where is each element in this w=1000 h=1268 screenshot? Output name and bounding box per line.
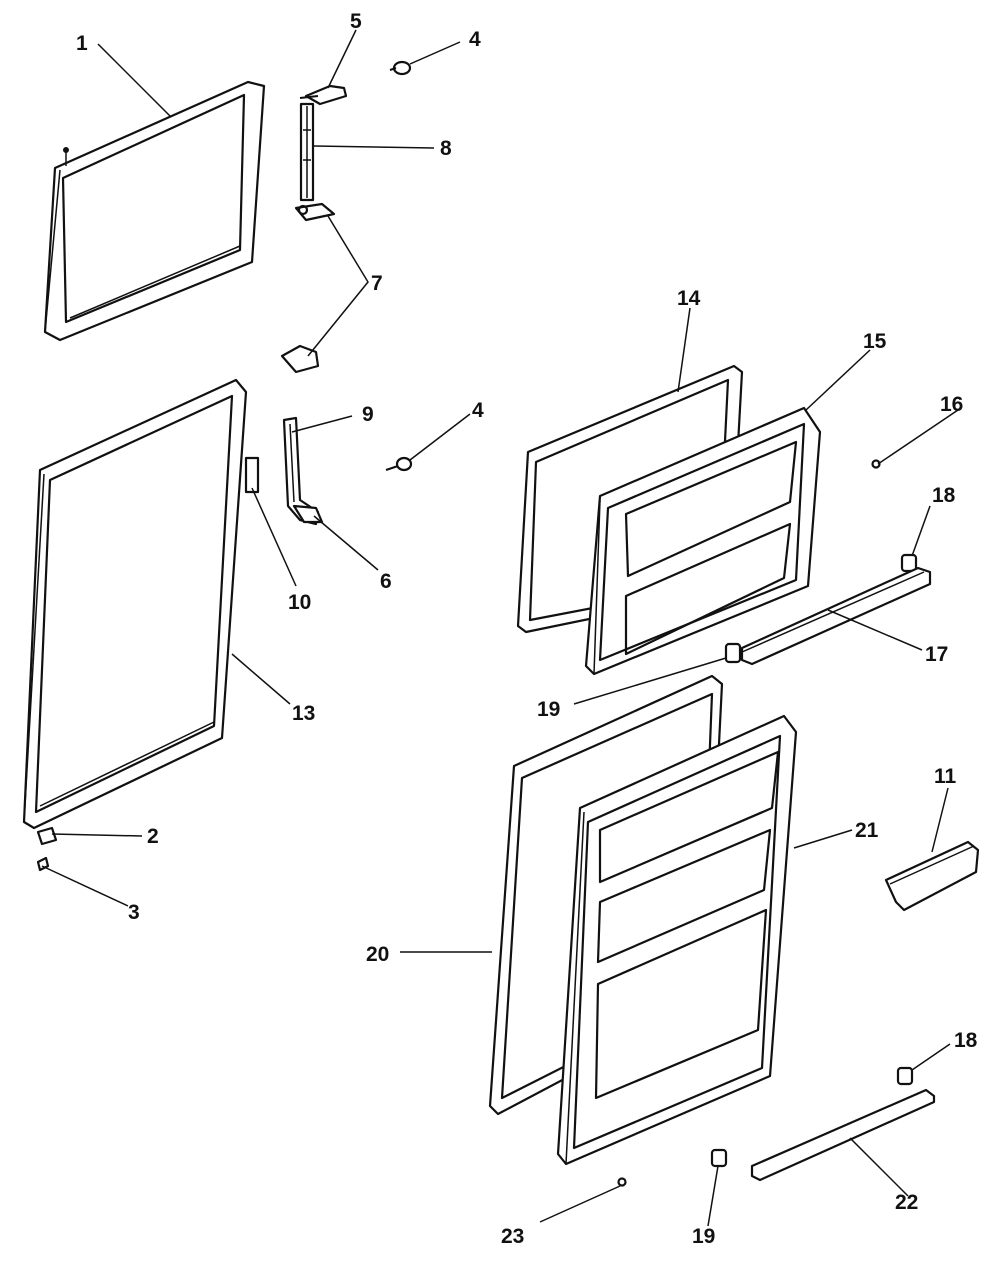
callout-3: 3 [128, 901, 140, 924]
part-8-hinge-rod [299, 102, 315, 202]
part-11-handle-cover [884, 840, 980, 912]
callout-7: 7 [371, 272, 383, 295]
callout-6: 6 [380, 570, 392, 593]
callout-18-lower: 18 [954, 1029, 978, 1052]
callout-18-upper: 18 [932, 484, 956, 507]
callout-16: 16 [940, 393, 964, 416]
callout-8: 8 [440, 137, 452, 160]
part-4-screw-upper [389, 60, 412, 76]
callout-4-middle: 4 [472, 399, 484, 422]
callout-14: 14 [677, 287, 701, 310]
callout-2: 2 [147, 825, 159, 848]
part-19-end-cap-lower [710, 1148, 728, 1168]
callout-19-lower: 19 [692, 1225, 716, 1248]
part-23-screw [617, 1177, 627, 1187]
callout-19-middle: 19 [537, 698, 561, 721]
callout-17: 17 [925, 643, 949, 666]
part-10-bracket [244, 456, 260, 494]
callout-15: 15 [863, 330, 887, 353]
callout-20: 20 [366, 943, 390, 966]
part-4-screw-middle [385, 456, 413, 472]
callout-23: 23 [501, 1225, 525, 1248]
leader-lines [41, 29, 959, 1227]
part-15-freezer-door [584, 406, 822, 676]
part-7-hinge-bracket-lower [280, 344, 320, 374]
part-22-handle-bar [750, 1088, 936, 1182]
callout-21: 21 [855, 819, 879, 842]
callout-11: 11 [934, 765, 957, 788]
callout-13: 13 [292, 702, 316, 725]
part-7-hinge-bracket-upper [294, 202, 336, 222]
part-1-upper-frame [43, 80, 266, 342]
callout-5: 5 [350, 10, 362, 33]
part-2-hinge-pin [36, 826, 58, 846]
part-19-end-cap-middle [724, 642, 742, 664]
part-18-end-cap-lower [896, 1066, 914, 1086]
callout-10: 10 [288, 591, 312, 614]
callout-9: 9 [362, 403, 374, 426]
part-13-lower-frame [22, 378, 248, 830]
callout-4-upper: 4 [469, 28, 481, 51]
part-5-hinge [299, 84, 348, 106]
part-18-end-cap-upper [900, 553, 918, 573]
part-21-refrigerator-door [556, 714, 798, 1166]
callout-1: 1 [76, 32, 88, 55]
callout-22: 22 [895, 1191, 919, 1214]
part-16-screw [871, 459, 881, 469]
